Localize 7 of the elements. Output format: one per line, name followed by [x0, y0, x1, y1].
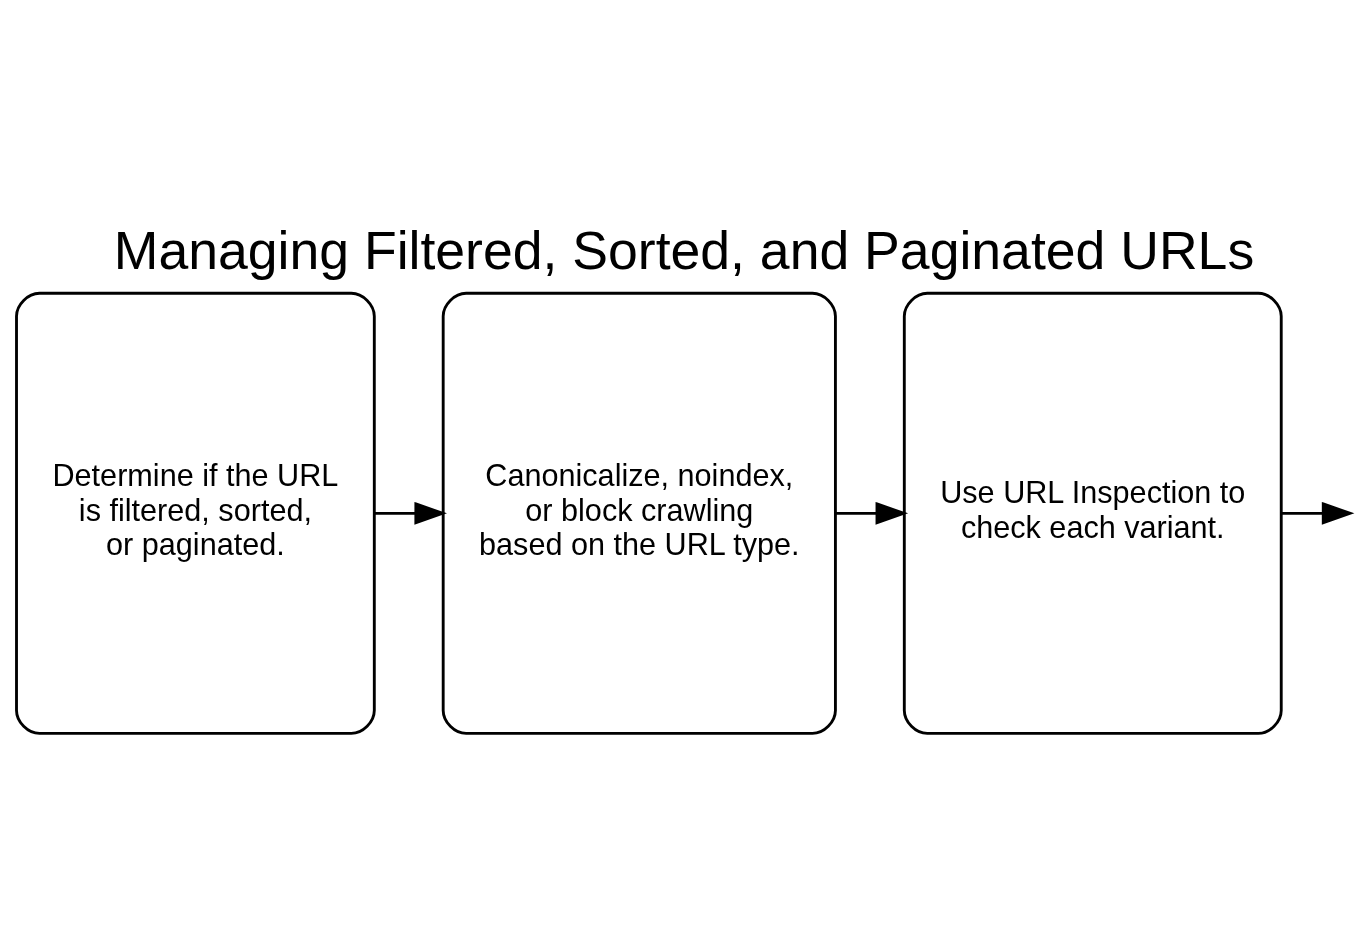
node-box: Canonicalize, noindex, or block crawling based on the URL type.	[441, 291, 837, 735]
node-box: Determine if the URL is filtered, sorted, or paginated.	[15, 291, 376, 735]
arrow	[835, 501, 909, 525]
node-box: Use URL Inspection to check each variant.	[902, 291, 1283, 735]
diagram-title: Managing Filtered, Sorted, and Paginated URLs	[113, 220, 1255, 280]
arrow	[1281, 501, 1355, 525]
arrow	[374, 501, 447, 525]
